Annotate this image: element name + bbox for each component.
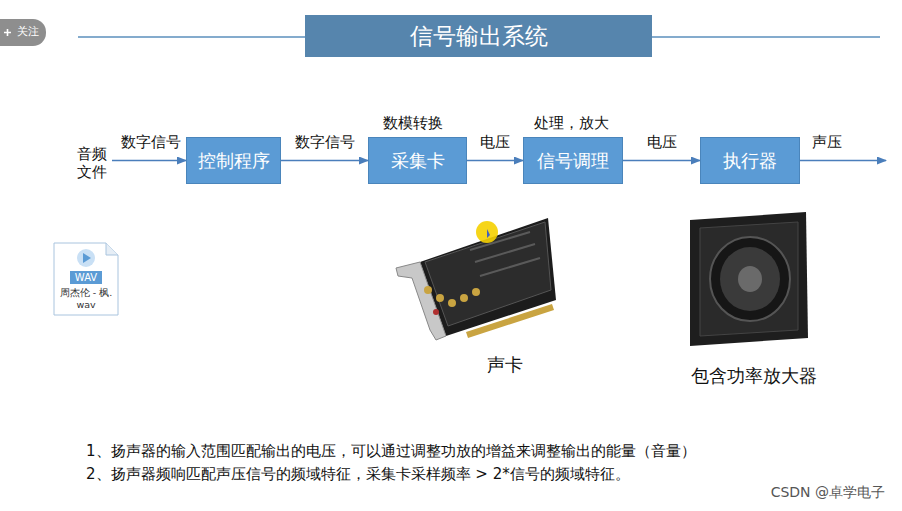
output-arrow bbox=[800, 160, 886, 161]
process-box: 采集卡 bbox=[368, 137, 467, 184]
signal-label: 数字信号 bbox=[121, 133, 181, 151]
edge-label: 电压 bbox=[480, 133, 510, 151]
note-text: 2、扬声器频响匹配声压信号的频域特征，采集卡采样频率 > 2*信号的频域特征。 bbox=[86, 465, 630, 483]
process-box: 控制程序 bbox=[186, 137, 281, 184]
follow-button bbox=[0, 19, 46, 46]
follow-text: 关注 bbox=[17, 25, 39, 38]
cursor-highlight bbox=[476, 221, 498, 243]
file-name: wav bbox=[76, 299, 95, 310]
input-arrow bbox=[112, 160, 186, 161]
plus-icon bbox=[4, 29, 11, 36]
function-label: 处理，放大 bbox=[534, 114, 609, 132]
flow-arrow bbox=[467, 160, 523, 161]
sound-card-image bbox=[396, 218, 556, 340]
image-caption: 包含功率放大器 bbox=[691, 365, 817, 387]
speaker-image bbox=[690, 212, 808, 346]
process-box: 信号调理 bbox=[523, 137, 623, 184]
file-name: 周杰伦 - 枫. bbox=[60, 287, 113, 298]
box-text: 控制程序 bbox=[198, 149, 270, 173]
process-box: 执行器 bbox=[700, 137, 800, 184]
function-label: 数模转换 bbox=[383, 114, 443, 132]
watermark: CSDN @卓学电子 bbox=[771, 484, 885, 501]
image-caption: 声卡 bbox=[487, 354, 523, 376]
flow-arrow bbox=[623, 160, 700, 161]
box-text: 执行器 bbox=[723, 149, 777, 173]
input-label: 音频 文件 bbox=[76, 145, 109, 181]
edge-label: 数字信号 bbox=[295, 133, 355, 151]
box-text: 信号调理 bbox=[537, 149, 609, 173]
signal-label: 声压 bbox=[812, 133, 842, 151]
note-text: 1、扬声器的输入范围匹配输出的电压，可以通过调整功放的增益来调整输出的能量（音量… bbox=[86, 442, 696, 460]
wav-file-icon bbox=[54, 243, 118, 315]
title-rule bbox=[652, 36, 880, 38]
title-rule bbox=[78, 36, 305, 38]
title-banner: 信号输出系统 bbox=[305, 15, 652, 57]
edge-label: 电压 bbox=[647, 133, 677, 151]
file-type: WAV bbox=[75, 272, 97, 284]
flow-arrow bbox=[281, 160, 368, 161]
box-text: 采集卡 bbox=[391, 149, 445, 173]
